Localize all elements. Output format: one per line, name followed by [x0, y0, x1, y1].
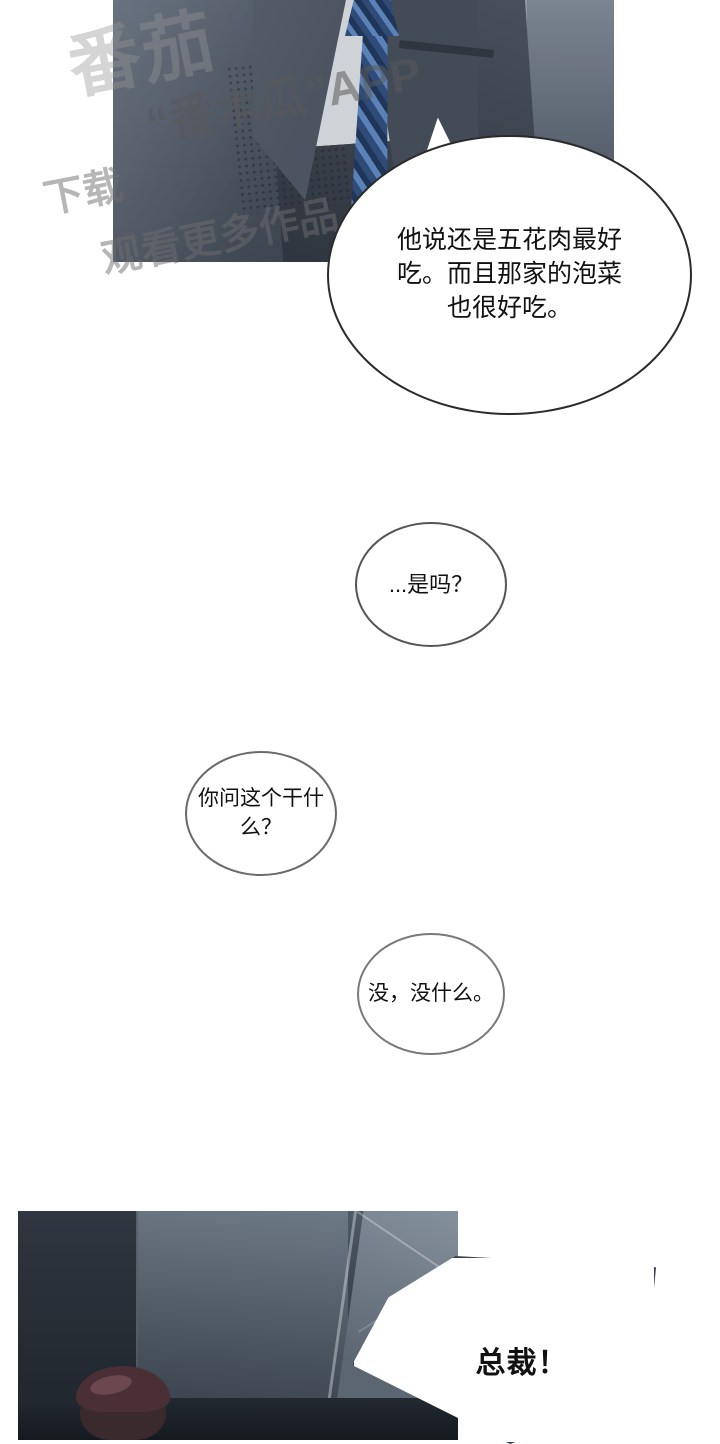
speech-bubble-2: ...是吗？ [355, 522, 507, 647]
speech-bubble-1: 他说还是五花肉最好吃。而且那家的泡菜也很好吃。 [327, 135, 692, 415]
wall-edge-highlight-2 [136, 1211, 138, 1440]
comic-panel-bottom [18, 1211, 458, 1440]
speech-bubble-2-text: ...是吗？ [388, 571, 474, 597]
speech-bubble-3: 你问这个干什么？ [185, 751, 337, 876]
speech-bubble-4-text: 没，没什么。 [368, 981, 494, 1005]
tie-knot [345, 0, 399, 36]
speech-bubble-3-text: 你问这个干什么？ [198, 787, 324, 839]
speech-bubble-1-text: 他说还是五花肉最好吃。而且那家的泡菜也很好吃。 [396, 226, 622, 322]
speech-bubble-4: 没，没什么。 [357, 933, 505, 1055]
